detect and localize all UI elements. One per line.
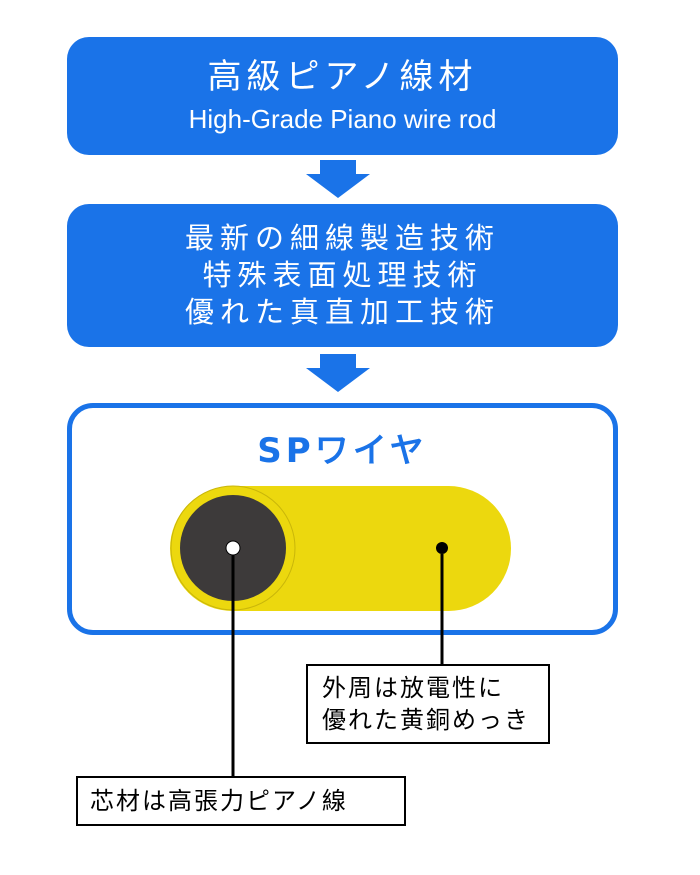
technology-box: 最新の細線製造技術 特殊表面処理技術 優れた真直加工技術 xyxy=(67,204,618,347)
core-material-callout-text: 芯材は高張力ピアノ線 xyxy=(90,787,348,815)
brass-plating-callout-line-2: 優れた黄銅めっき xyxy=(322,706,530,734)
brass-plating-callout: 外周は放電性に 優れた黄銅めっき xyxy=(306,664,550,744)
technology-line-1: 最新の細線製造技術 xyxy=(184,221,500,255)
technology-line-2: 特殊表面処理技術 xyxy=(202,258,483,292)
down-arrow-icon xyxy=(306,354,370,392)
raw-material-title-jp: 高級ピアノ線材 xyxy=(207,57,478,97)
brass-plating-callout-line-1: 外周は放電性に xyxy=(322,674,504,702)
down-arrow-icon xyxy=(306,160,370,198)
technology-line-3: 優れた真直加工技術 xyxy=(184,295,500,329)
core-material-callout: 芯材は高張力ピアノ線 xyxy=(76,776,406,826)
raw-material-box: 高級ピアノ線材 High-Grade Piano wire rod xyxy=(67,37,618,155)
outer-marker-dot xyxy=(436,542,448,554)
sp-wire-title: SPワイヤ xyxy=(257,431,428,471)
core-marker-dot xyxy=(225,540,241,556)
raw-material-title-en: High-Grade Piano wire rod xyxy=(188,104,497,134)
